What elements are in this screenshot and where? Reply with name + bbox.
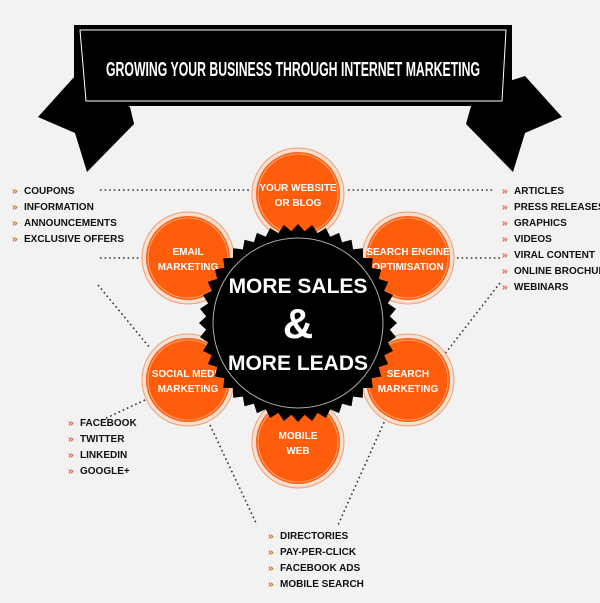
list-item: COUPONS [24, 186, 75, 197]
bullet-icon: » [268, 579, 274, 590]
bullet-icon: » [68, 434, 74, 445]
bullet-icon: » [502, 234, 508, 245]
title-banner: GROWING YOUR BUSINESS THROUGH INTERNET M… [38, 25, 562, 172]
bullet-icon: » [502, 186, 508, 197]
node-label-line1: YOUR WEBSITE [259, 183, 337, 194]
node-label-line1: MOBILE [279, 431, 318, 442]
center-line2: MORE LEADS [228, 352, 368, 375]
list-email: » COUPONS » INFORMATION » ANNOUNCEMENTS » EXCLU… [12, 186, 124, 245]
bullet-icon: » [68, 466, 74, 477]
list-item: VIDEOS [514, 234, 552, 245]
node-label-line2: MARKETING [378, 384, 439, 395]
list-item: FACEBOOK ADS [280, 563, 361, 574]
list-search: » DIRECTORIES » PAY-PER-CLICK » FACEBOOK ADS »… [268, 531, 364, 590]
list-item: VIRAL CONTENT [514, 250, 595, 261]
list-item: GOOGLE+ [80, 466, 130, 477]
node-label-line2: MARKETING [158, 384, 219, 395]
node-label-line2: MARKETING [158, 262, 219, 273]
list-item: MOBILE SEARCH [280, 579, 364, 590]
bullet-icon: » [12, 218, 18, 229]
bullet-icon: » [268, 547, 274, 558]
list-item: ARTICLES [514, 186, 564, 197]
list-item: LINKEDIN [80, 450, 127, 461]
node-label-line2: OR BLOG [275, 198, 322, 209]
list-item: ANNOUNCEMENTS [24, 218, 117, 229]
list-item: WEBINARS [514, 282, 569, 293]
bullet-icon: » [68, 450, 74, 461]
connectors [97, 189, 501, 526]
node-website: YOUR WEBSITE OR BLOG [251, 147, 345, 241]
list-item: PAY-PER-CLICK [280, 547, 357, 558]
node-label-line1: SEARCH [387, 369, 429, 380]
title-text: GROWING YOUR BUSINESS THROUGH INTERNET M… [106, 59, 480, 81]
list-item: DIRECTORIES [280, 531, 348, 542]
node-label-line2: OPTIMISATION [372, 262, 443, 273]
bullet-icon: » [12, 202, 18, 213]
node-label-line1: EMAIL [172, 247, 203, 258]
bullet-icon: » [502, 282, 508, 293]
bullet-icon: » [68, 418, 74, 429]
list-website: » ARTICLES » PRESS RELEASES » GRAPHICS » VIDEOS… [502, 186, 600, 293]
center-ampersand: & [283, 300, 313, 347]
list-item: INFORMATION [24, 202, 94, 213]
list-item: TWITTER [80, 434, 125, 445]
list-item: ONLINE BROCHURES [514, 266, 600, 277]
bullet-icon: » [268, 531, 274, 542]
bullet-icon: » [12, 234, 18, 245]
bullet-icon: » [502, 266, 508, 277]
list-item: PRESS RELEASES [514, 202, 600, 213]
list-item: EXCLUSIVE OFFERS [24, 234, 124, 245]
center-badge: MORE SALES & MORE LEADS [199, 224, 397, 422]
node-search-marketing: SEARCH MARKETING [361, 333, 455, 427]
list-social: » FACEBOOK » TWITTER » LINKEDIN » GOOGLE+ [68, 418, 137, 477]
node-label-line1: SOCIAL MEDIA [152, 369, 225, 380]
node-mobile-web: MOBILE WEB [251, 395, 345, 489]
bullet-icon: » [502, 202, 508, 213]
bullet-icon: » [12, 186, 18, 197]
bullet-icon: » [268, 563, 274, 574]
bullet-icon: » [502, 218, 508, 229]
list-item: FACEBOOK [80, 418, 137, 429]
node-label-line2: WEB [286, 446, 309, 457]
bullet-icon: » [502, 250, 508, 261]
node-social-media: SOCIAL MEDIA MARKETING [141, 333, 235, 427]
node-label-line1: SEARCH ENGINE [366, 247, 450, 258]
center-line1: MORE SALES [229, 275, 368, 298]
list-item: GRAPHICS [514, 218, 567, 229]
